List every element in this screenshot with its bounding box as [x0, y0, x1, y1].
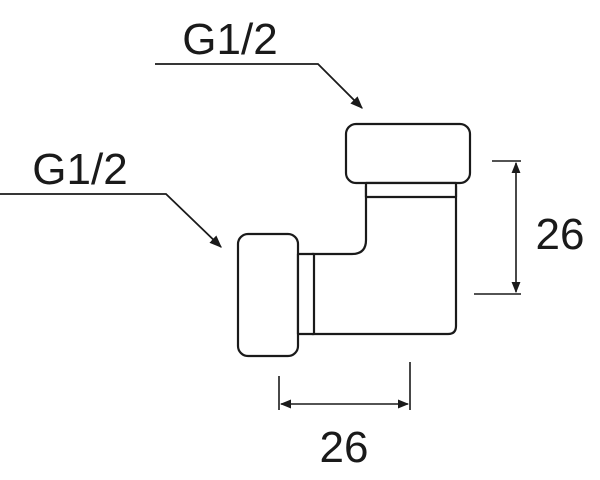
elbow-body — [310, 184, 458, 336]
side-neck — [296, 252, 316, 336]
top-thread-leader — [155, 63, 363, 109]
horizontal-dimension-value: 26 — [320, 423, 369, 472]
top-thread-label: G1/2 — [182, 15, 277, 64]
top-neck — [364, 181, 458, 199]
side-thread-leader — [0, 193, 222, 248]
side-thread-label: G1/2 — [32, 145, 127, 194]
side-hex-nut — [236, 232, 300, 358]
vertical-dimension-value: 26 — [536, 210, 585, 259]
top-hex-nut — [344, 122, 472, 185]
